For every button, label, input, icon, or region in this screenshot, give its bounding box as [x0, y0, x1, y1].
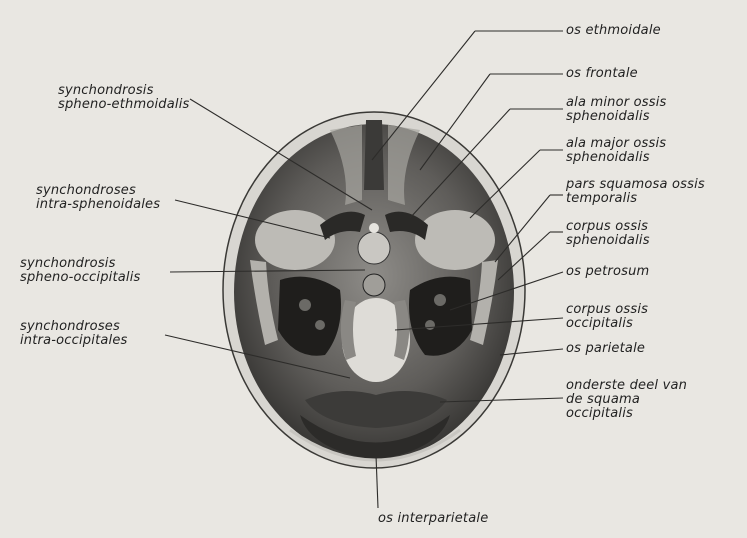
label-corpus-occipitalis: corpus ossis occipitalis — [566, 303, 648, 331]
label-os-interparietale: os interparietale — [378, 512, 488, 526]
spot-right-2 — [425, 320, 435, 330]
corpus-sphenoidalis — [358, 232, 390, 264]
label-os-frontale: os frontale — [566, 67, 638, 81]
label-os-parietale: os parietale — [566, 342, 645, 356]
label-corpus-sphenoidalis: corpus ossis sphenoidalis — [566, 220, 650, 248]
label-synch-spheno-ethmoidalis: synchondrosis spheno-ethmoidalis — [58, 84, 190, 112]
label-pars-squamosa: pars squamosa ossis temporalis — [566, 178, 705, 206]
label-synch-intra-sphenoidales: synchondroses intra-sphenoidales — [36, 184, 160, 212]
label-synch-spheno-occipitalis: synchondrosis spheno-occipitalis — [20, 257, 141, 285]
frontal-crest — [364, 120, 384, 190]
occipital-knob — [363, 274, 385, 296]
ala-major-right — [415, 210, 495, 270]
label-onderste-deel: onderste deel van de squama occipitalis — [566, 379, 687, 421]
spot-right-1 — [434, 294, 446, 306]
label-synch-intra-occipitales: synchondroses intra-occipitales — [20, 320, 128, 348]
label-os-ethmoidale: os ethmoidale — [566, 24, 661, 38]
spot-left-1 — [299, 299, 311, 311]
label-ala-minor: ala minor ossis sphenoidalis — [566, 96, 667, 124]
ala-major-left — [255, 210, 335, 270]
label-ala-major: ala major ossis sphenoidalis — [566, 137, 666, 165]
sella-point — [369, 223, 379, 233]
label-os-petrosum: os petrosum — [566, 265, 649, 279]
spot-left-2 — [315, 320, 325, 330]
